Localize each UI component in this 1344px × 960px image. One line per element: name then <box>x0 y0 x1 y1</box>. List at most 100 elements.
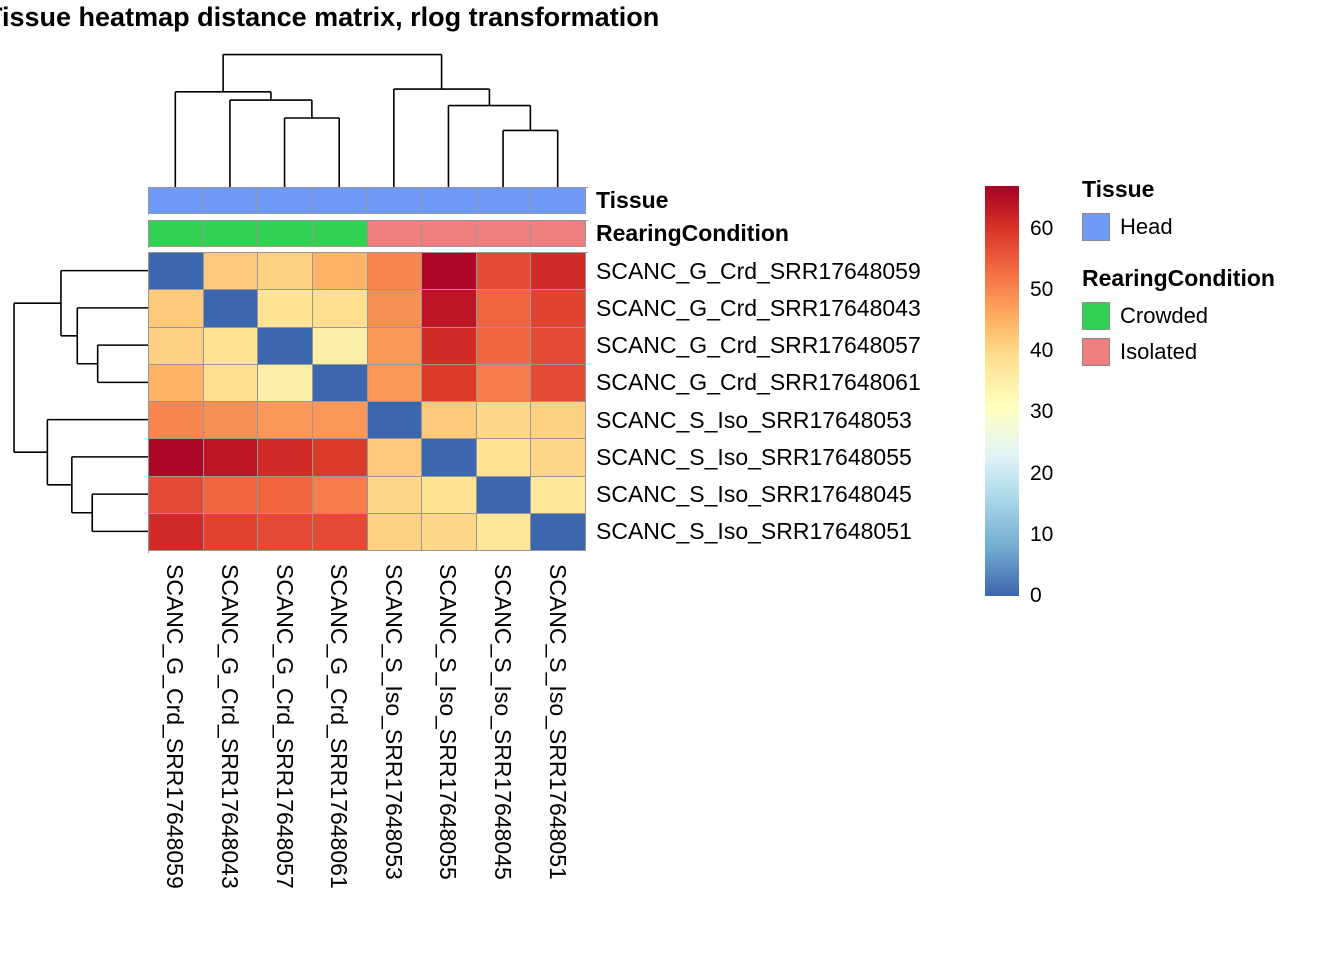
heatmap-cell <box>422 402 477 440</box>
heatmap-cell <box>258 439 313 477</box>
rearingcondition-annotation-cell <box>312 221 368 247</box>
heatmap-cell <box>149 439 204 477</box>
colorbar-tick-label: 20 <box>1030 461 1054 485</box>
legend-swatch-head <box>1082 213 1110 241</box>
row-label: SCANC_G_Crd_SRR17648043 <box>596 294 921 321</box>
heatmap-cell <box>203 439 259 477</box>
heatmap-cell <box>422 364 477 402</box>
heatmap-cell <box>531 476 586 514</box>
tissue-annotation-cell <box>258 188 313 214</box>
colorbar-tick-label: 60 <box>1030 216 1054 240</box>
heatmap-cell <box>422 439 477 477</box>
tissue-annotation-cell <box>531 188 586 214</box>
heatmap-cell <box>367 364 423 402</box>
heatmap-cell <box>149 253 204 291</box>
legend-label-head: Head <box>1120 214 1173 239</box>
heatmap-cell <box>531 402 586 440</box>
heatmap-cell <box>422 290 477 328</box>
heatmap-cell <box>422 253 477 291</box>
legend-item-head: Head <box>1082 213 1344 241</box>
heatmap-cell <box>149 327 204 365</box>
heatmap-cell <box>149 476 204 514</box>
row-label: SCANC_S_Iso_SRR17648053 <box>596 406 912 433</box>
tissue-annotation-bar <box>148 187 588 215</box>
legend-swatch-crowded <box>1082 302 1110 330</box>
legend-label-crowded: Crowded <box>1120 303 1209 328</box>
heatmap-cell <box>476 290 532 328</box>
rearingcondition-annotation-cell <box>203 221 259 247</box>
rearingcondition-annotation-cell <box>258 221 313 247</box>
heatmap-cell <box>367 513 423 551</box>
rearingcondition-annotation-cell <box>476 221 532 247</box>
tissue-annotation-cell <box>149 188 204 214</box>
rearing-condition-annotation-bar <box>148 220 588 248</box>
tissue-annotation-cell <box>367 188 423 214</box>
heatmap-cell <box>367 290 423 328</box>
rearingcondition-annotation-cell <box>367 221 423 247</box>
heatmap-cell <box>367 439 423 477</box>
heatmap-cell <box>258 402 313 440</box>
column-label: SCANC_G_Crd_SRR17648059 <box>162 564 189 889</box>
row-label: SCANC_G_Crd_SRR17648059 <box>596 257 921 284</box>
heatmap-cell <box>312 513 368 551</box>
heatmap-cell <box>312 364 368 402</box>
chart-title: Tissue heatmap distance matrix, rlog tra… <box>0 2 660 32</box>
annotation-label-tissue: Tissue <box>596 187 669 213</box>
legend-item-crowded: Crowded <box>1082 302 1344 330</box>
heatmap-cell <box>203 402 259 440</box>
heatmap-cell <box>149 513 204 551</box>
heatmap-cell <box>258 290 313 328</box>
heatmap-cell <box>531 253 586 291</box>
heatmap-cell <box>203 290 259 328</box>
tissue-annotation-cell <box>203 188 259 214</box>
heatmap-cell <box>149 402 204 440</box>
heatmap-cell <box>258 513 313 551</box>
colorbar-tick-label: 50 <box>1030 278 1054 302</box>
heatmap-cell <box>422 327 477 365</box>
legend-title-tissue: Tissue <box>1082 176 1155 202</box>
heatmap-cell <box>476 439 532 477</box>
heatmap-cell <box>476 402 532 440</box>
annotation-label-rearing-condition: RearingCondition <box>596 220 789 246</box>
heatmap-cell <box>258 327 313 365</box>
column-label: SCANC_S_Iso_SRR17648045 <box>490 564 517 880</box>
heatmap-cell <box>367 253 423 291</box>
heatmap-cell <box>476 364 532 402</box>
legend-spacer <box>1082 249 1344 265</box>
row-label: SCANC_G_Crd_SRR17648061 <box>596 369 921 396</box>
heatmap-cell <box>476 327 532 365</box>
heatmap-cell <box>312 476 368 514</box>
row-label: SCANC_S_Iso_SRR17648055 <box>596 443 912 470</box>
column-label: SCANC_G_Crd_SRR17648057 <box>271 564 298 889</box>
row-label: SCANC_G_Crd_SRR17648057 <box>596 332 921 359</box>
heatmap-cell <box>203 327 259 365</box>
tissue-annotation-cell <box>312 188 368 214</box>
legend-label-isolated: Isolated <box>1120 339 1198 364</box>
column-label: SCANC_G_Crd_SRR17648061 <box>326 564 353 889</box>
colorbar-gradient <box>985 186 1019 596</box>
heatmap-cell <box>531 290 586 328</box>
heatmap-cell <box>531 439 586 477</box>
column-label: SCANC_S_Iso_SRR17648055 <box>435 564 462 880</box>
column-label: SCANC_S_Iso_SRR17648053 <box>380 564 407 880</box>
heatmap-grid <box>148 252 588 553</box>
rearingcondition-annotation-cell <box>422 221 477 247</box>
colorbar-tick-label: 10 <box>1030 522 1054 546</box>
heatmap-cell <box>531 364 586 402</box>
heatmap-cell <box>476 253 532 291</box>
heatmap-cell <box>258 476 313 514</box>
tissue-annotation-cell <box>422 188 477 214</box>
tissue-annotation-cell <box>476 188 532 214</box>
heatmap-cell <box>312 402 368 440</box>
rearingcondition-annotation-cell <box>149 221 204 247</box>
colorbar-tick-label: 0 <box>1030 584 1042 607</box>
heatmap-cell <box>203 253 259 291</box>
colorbar-tick-label: 40 <box>1030 339 1054 363</box>
heatmap-cell <box>531 327 586 365</box>
legend-panel: Tissue Head RearingCondition Crowded Iso… <box>1082 176 1344 374</box>
heatmap-cell <box>203 513 259 551</box>
heatmap-cell <box>422 476 477 514</box>
heatmap-cell <box>203 476 259 514</box>
